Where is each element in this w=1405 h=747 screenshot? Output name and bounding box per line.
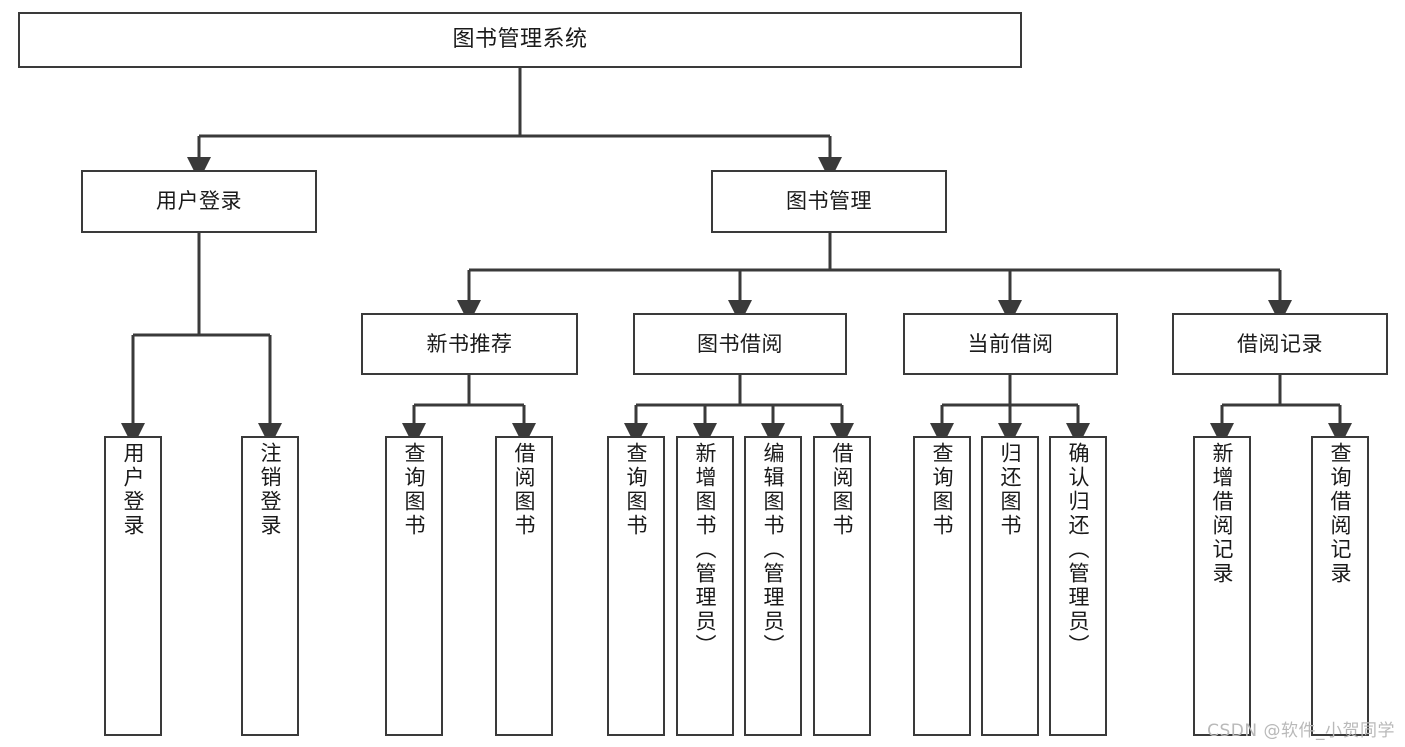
leaf-borrow-book-newbook-label: 借阅图书 bbox=[512, 442, 537, 538]
leaf-logout-login[interactable]: 注销登录 bbox=[241, 436, 299, 736]
leaf-confirm-return-admin[interactable]: 确认归还（管理员） bbox=[1049, 436, 1107, 736]
leaf-query-borrow-record-label: 查询借阅记录 bbox=[1328, 442, 1353, 586]
node-borrow-record[interactable]: 借阅记录 bbox=[1172, 313, 1388, 375]
leaf-add-borrow-record[interactable]: 新增借阅记录 bbox=[1193, 436, 1251, 736]
leaf-query-book-borrow-label: 查询图书 bbox=[624, 442, 649, 538]
leaf-return-book-label: 归还图书 bbox=[998, 442, 1023, 538]
leaf-logout-login-label: 注销登录 bbox=[258, 442, 283, 538]
leaf-user-login-label: 用户登录 bbox=[121, 442, 146, 538]
leaf-query-book-newbook[interactable]: 查询图书 bbox=[385, 436, 443, 736]
node-new-book-recommend[interactable]: 新书推荐 bbox=[361, 313, 578, 375]
leaf-user-login[interactable]: 用户登录 bbox=[104, 436, 162, 736]
leaf-confirm-return-admin-label: 确认归还（管理员） bbox=[1066, 442, 1091, 658]
node-user-login[interactable]: 用户登录 bbox=[81, 170, 317, 233]
leaf-edit-book-admin-label: 编辑图书（管理员） bbox=[761, 442, 786, 658]
node-user-login-label: 用户登录 bbox=[156, 189, 242, 214]
leaf-query-book-borrow[interactable]: 查询图书 bbox=[607, 436, 665, 736]
leaf-add-book-admin[interactable]: 新增图书（管理员） bbox=[676, 436, 734, 736]
watermark-text: CSDN @软件_小贺同学 bbox=[1207, 721, 1395, 741]
node-current-borrow[interactable]: 当前借阅 bbox=[903, 313, 1118, 375]
node-book-management[interactable]: 图书管理 bbox=[711, 170, 947, 233]
node-book-management-label: 图书管理 bbox=[786, 189, 872, 214]
leaf-return-book[interactable]: 归还图书 bbox=[981, 436, 1039, 736]
leaf-query-borrow-record[interactable]: 查询借阅记录 bbox=[1311, 436, 1369, 736]
node-book-borrow-label: 图书借阅 bbox=[697, 331, 783, 356]
node-root-book-management-system[interactable]: 图书管理系统 bbox=[18, 12, 1022, 68]
leaf-query-book-current[interactable]: 查询图书 bbox=[913, 436, 971, 736]
leaf-borrow-book-borrow-label: 借阅图书 bbox=[830, 442, 855, 538]
node-root-label: 图书管理系统 bbox=[452, 27, 588, 53]
leaf-edit-book-admin[interactable]: 编辑图书（管理员） bbox=[744, 436, 802, 736]
leaf-borrow-book-borrow[interactable]: 借阅图书 bbox=[813, 436, 871, 736]
leaf-borrow-book-newbook[interactable]: 借阅图书 bbox=[495, 436, 553, 736]
node-current-borrow-label: 当前借阅 bbox=[967, 331, 1054, 356]
node-new-book-recommend-label: 新书推荐 bbox=[426, 331, 513, 356]
leaf-add-book-admin-label: 新增图书（管理员） bbox=[693, 442, 718, 658]
leaf-query-book-newbook-label: 查询图书 bbox=[402, 442, 427, 538]
node-borrow-record-label: 借阅记录 bbox=[1237, 331, 1323, 356]
node-book-borrow[interactable]: 图书借阅 bbox=[633, 313, 847, 375]
leaf-query-book-current-label: 查询图书 bbox=[930, 442, 955, 538]
leaf-add-borrow-record-label: 新增借阅记录 bbox=[1210, 442, 1235, 586]
